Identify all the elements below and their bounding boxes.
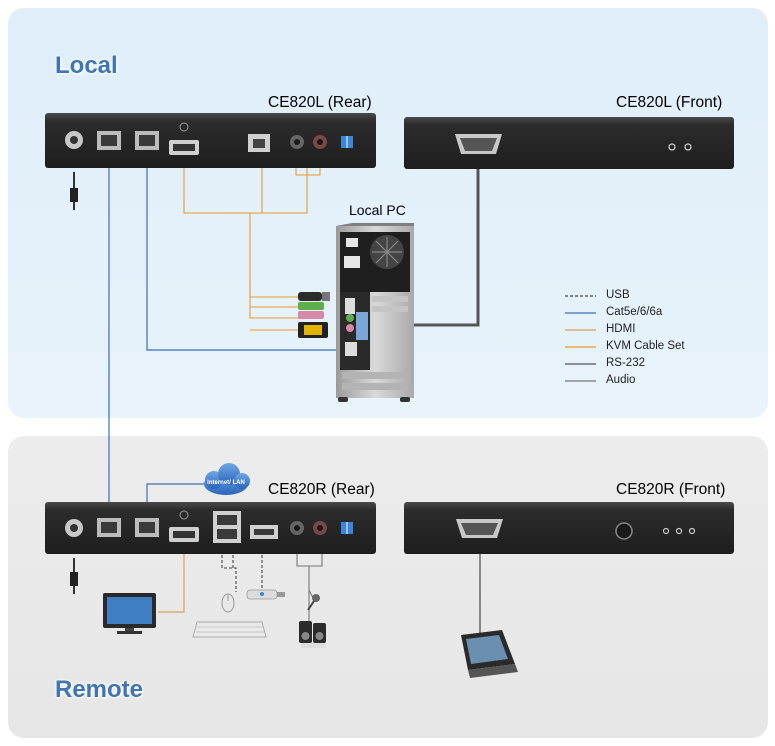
mouse-icon: [221, 593, 235, 613]
legend-rs232: RS-232: [606, 357, 645, 369]
push-button-icon: [615, 522, 633, 540]
remote-power-plug-icon: [70, 558, 78, 594]
ce820r-front-device: [404, 502, 734, 554]
legend-cat5: Cat5e/6/6a: [606, 306, 663, 318]
legend-hdmi: HDMI: [606, 323, 636, 335]
power-plug-icon: [70, 172, 78, 210]
ce820l-rear-label: CE820L (Rear): [268, 94, 372, 111]
legend-kvm-cable-set: KVM Cable Set: [606, 340, 685, 352]
legend-usb: USB: [606, 289, 630, 301]
hdmi-remote-monitor-cable: [158, 545, 185, 613]
cloud-label: Internet/ LAN: [207, 480, 245, 486]
local-pc-label: Local PC: [349, 202, 406, 218]
legend-swatches: [565, 295, 596, 382]
ce820l-rear-device: [45, 113, 376, 168]
legend-audio: Audio: [606, 374, 636, 386]
ce820r-front-label: CE820R (Front): [616, 481, 726, 498]
ce820r-rear-label: CE820R (Rear): [268, 481, 375, 498]
ce820l-front-label: CE820L (Front): [616, 94, 723, 111]
local-pc-tower: [336, 223, 414, 402]
speakers-icon: [299, 621, 326, 648]
remote-section-title: Remote: [55, 676, 144, 703]
kvm-cable-connectors-icon: [298, 292, 330, 338]
keyboard-icon: [192, 621, 267, 638]
remote-section-panel: [8, 436, 768, 738]
touch-panel-icon: [461, 630, 518, 678]
ce820r-rear-device: [45, 502, 376, 554]
microphone-icon: [307, 594, 320, 611]
ce820l-front-device: [404, 117, 734, 169]
monitor-icon: [103, 593, 156, 634]
cat5-local-pc-cable: [146, 150, 340, 351]
local-section-title: Local: [55, 52, 118, 79]
cloud-icon: [204, 463, 250, 495]
usb-drive-icon: [246, 589, 285, 600]
